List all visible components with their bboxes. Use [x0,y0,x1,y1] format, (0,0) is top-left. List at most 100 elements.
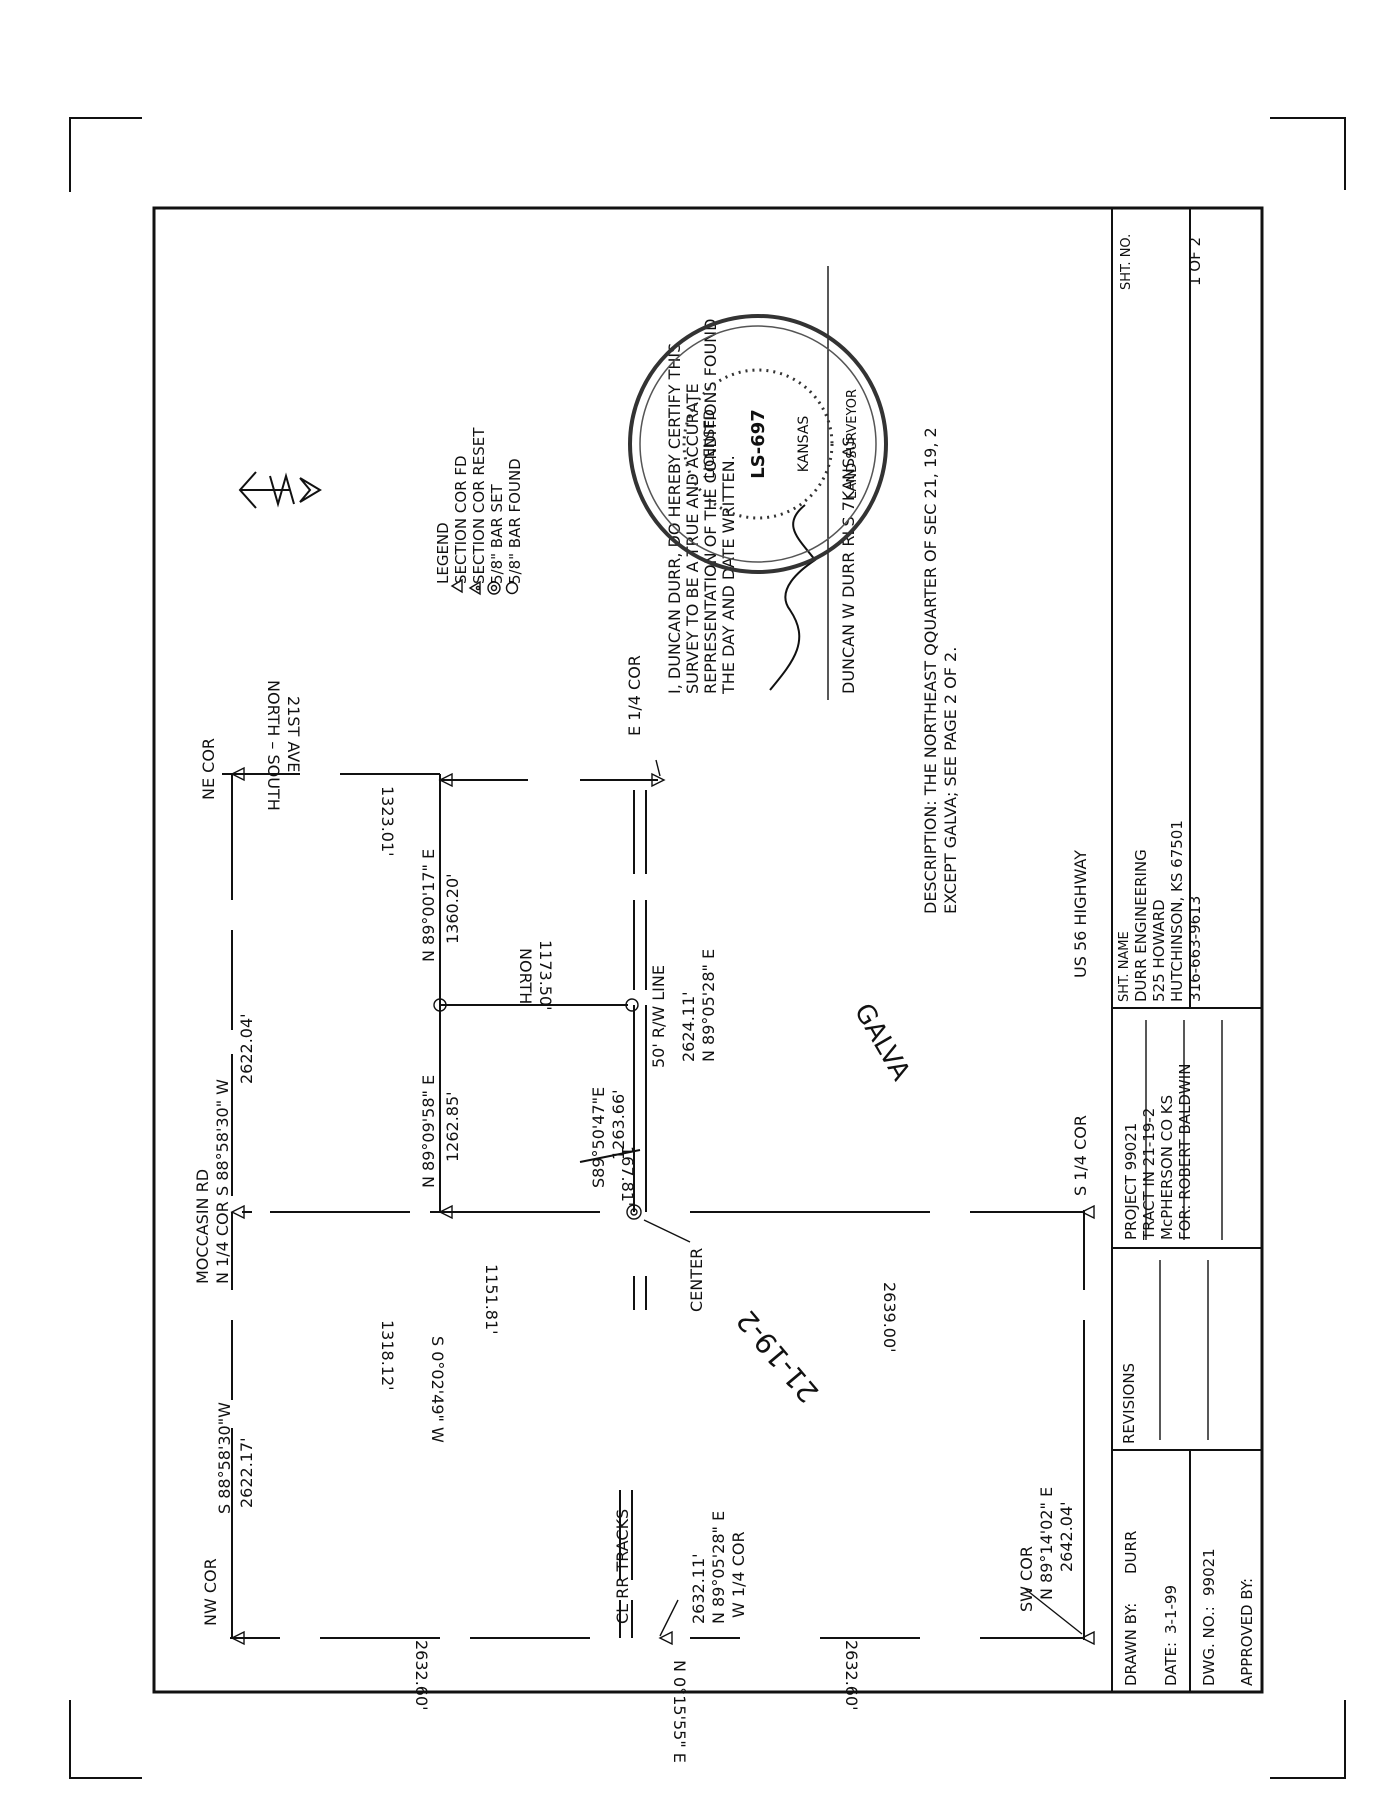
dist-w-south: 2632.60' [842,1640,861,1711]
dist-tract-n-east: 1360.20' [443,873,462,944]
legend-title: LEGEND [434,522,452,584]
legend-item-2-label: SECTION COR RESET [470,427,488,584]
dist-rw: 1263.66' [609,1089,628,1160]
bearing-rr-east: N 89°05'28" E [699,949,718,1062]
sheet-name-line-1: DURR ENGINEERING [1132,849,1150,1002]
n14-corner-marker [230,1204,245,1220]
bearing-cl: S 0°02'49" W [428,1336,447,1443]
road-moccasin: MOCCASIN RD [193,1169,212,1284]
drawing-border [152,206,1264,1694]
signature-mark [769,504,817,691]
sheet-name-line-4: 316-663-9613 [1186,896,1204,1002]
corner-sw: SW COR [1017,1546,1036,1612]
dist-cl-south: 1151.81' [482,1264,501,1335]
s14-corner-marker [1080,1204,1095,1220]
corner-markers [230,766,1095,1646]
dist-cl-southpart: 2639.00' [880,1282,899,1353]
approved-by-label: APPROVED BY: [1238,1578,1256,1686]
project-line-3: McPHERSON CO KS [1158,1095,1176,1240]
triangle-icon [450,578,463,594]
title-block [1111,208,1262,1692]
dist-w-north: 2632.60' [412,1640,431,1711]
bearing-n-east: S 88°58'30" W [213,1079,232,1196]
sheet-no-value: 1 OF 2 [1186,237,1204,286]
date-label: DATE: [1162,1642,1180,1686]
e14-corner-marker [651,772,666,788]
road-rr-tracks: CL RR TRACKS [613,1509,632,1624]
revisions-label: REVISIONS [1120,1363,1138,1444]
seal-state: KANSAS [796,416,812,473]
leader-arrows [643,759,1083,1637]
sheet-name-label: SHT. NAME [1117,931,1132,1002]
certification: I, DUNCAN DURR, DO HEREBY CERTIFY THIS S… [665,266,858,700]
dist-tract-ne: 1323.01' [378,786,397,857]
sw-corner-marker [1080,1630,1095,1646]
section-label: 21-19-2 [730,1304,826,1409]
rw-mid-marker [625,998,639,1012]
circle-icon [505,581,519,595]
bearing-west-line: N 0°15'55" E [670,1660,689,1763]
sheet-name-line-3: HUTCHINSON, KS 67501 [1168,820,1186,1002]
project-line-1: PROJECT 99021 [1122,1123,1140,1240]
bearing-n-west: S 88°58'30"W [215,1402,234,1514]
dwg-no-value: 99021 [1200,1548,1218,1596]
dist-rr-east: 2624.11' [679,991,698,1062]
project-line-2: TRACT IN 21-19-2 [1140,1108,1158,1241]
dist-center-off: 167.81' [618,1146,637,1206]
dwg-no-label: DWG. NO.: [1200,1606,1218,1686]
dist-n-east: 2622.04' [237,1013,256,1084]
seal-number: LS-697 [748,409,769,478]
sheet-no-label: SHT. NO. [1119,234,1134,290]
sheet-name-line-2: 525 HOWARD [1150,899,1168,1002]
cert-line-2: SURVEY TO BE A TRUE AND ACCURATE [683,383,702,694]
north-arrow-icon [238,471,322,509]
road-21st-ave: 21ST AVE [284,696,303,772]
corner-nw: NW COR [201,1558,220,1626]
dist-south: 2642.04' [1057,1501,1076,1572]
bearing-tract-n-west: N 89°09'58" E [419,1075,438,1188]
w14-corner-marker [658,1630,673,1646]
corner-n14: N 1/4 COR [213,1201,232,1284]
dist-rr: 2632.11' [689,1553,708,1624]
seal-top: LICENSED [702,409,718,479]
legend-item-3-label: 5/8" BAR SET [488,483,506,584]
cert-line-1: I, DUNCAN DURR, DO HEREBY CERTIFY THIS [665,343,684,694]
drawn-by-label: DRAWN BY: [1122,1603,1140,1686]
road-north-south: NORTH – SOUTH [264,680,283,811]
tract-ne-marker [438,772,453,788]
tract-nw-marker [438,1204,453,1220]
dist-inner-north: 1173.50' [536,940,555,1011]
center-marker [626,1204,642,1220]
road-us56: US 56 HIGHWAY [1071,850,1090,978]
description-line-2: EXCEPT GALVA; SEE PAGE 2 OF 2. [941,647,960,914]
bearing-rw: S89°50'47"E [589,1087,608,1188]
corner-ne: NE COR [199,738,218,800]
cert-signer: DUNCAN W DURR RLS 7KANSAS [839,436,858,694]
legend-item-4-label: 5/8" BAR FOUND [506,458,524,584]
dist-cl-north: 1318.12' [378,1320,397,1391]
dist-n-west: 2622.17' [237,1437,256,1508]
bearing-south: N 89°14'02" E [1037,1487,1056,1600]
north-word: NORTH [516,948,535,1004]
galva-label: GALVA [848,999,916,1086]
description-line-1: DESCRIPTION: THE NORTHEAST QQUARTER OF S… [921,427,940,914]
legend: LEGEND SECTION COR FD SECTION COR RESET … [434,427,524,596]
corner-e14: E 1/4 COR [625,655,644,736]
dist-tract-n-west: 1262.85' [443,1091,462,1162]
bearing-rr: N 89°05'28" E [709,1511,728,1624]
corner-w14: W 1/4 COR [729,1531,748,1618]
drawn-by-value: DURR [1122,1531,1140,1574]
seal-bottom: LAND SURVEYOR [845,389,860,499]
crop-marks [69,117,1346,1779]
corner-s14: S 1/4 COR [1071,1115,1090,1196]
plat-linework [222,773,1085,1640]
road-rw-line: 50' R/W LINE [649,965,668,1068]
double-circle-icon [487,581,501,595]
surveyor-seal: LS-697 LICENSED KANSAS LAND SURVEYOR [628,314,888,574]
legend-item-1-label: SECTION COR FD [452,455,470,584]
cert-line-3: REPRESENTATION OF THE CONDITIONS FOUND [701,319,720,694]
bearing-tract-n-east: N 89°00'17" E [419,849,438,962]
date-value: 3-1-99 [1162,1585,1180,1634]
nw-corner-marker [230,1630,245,1646]
